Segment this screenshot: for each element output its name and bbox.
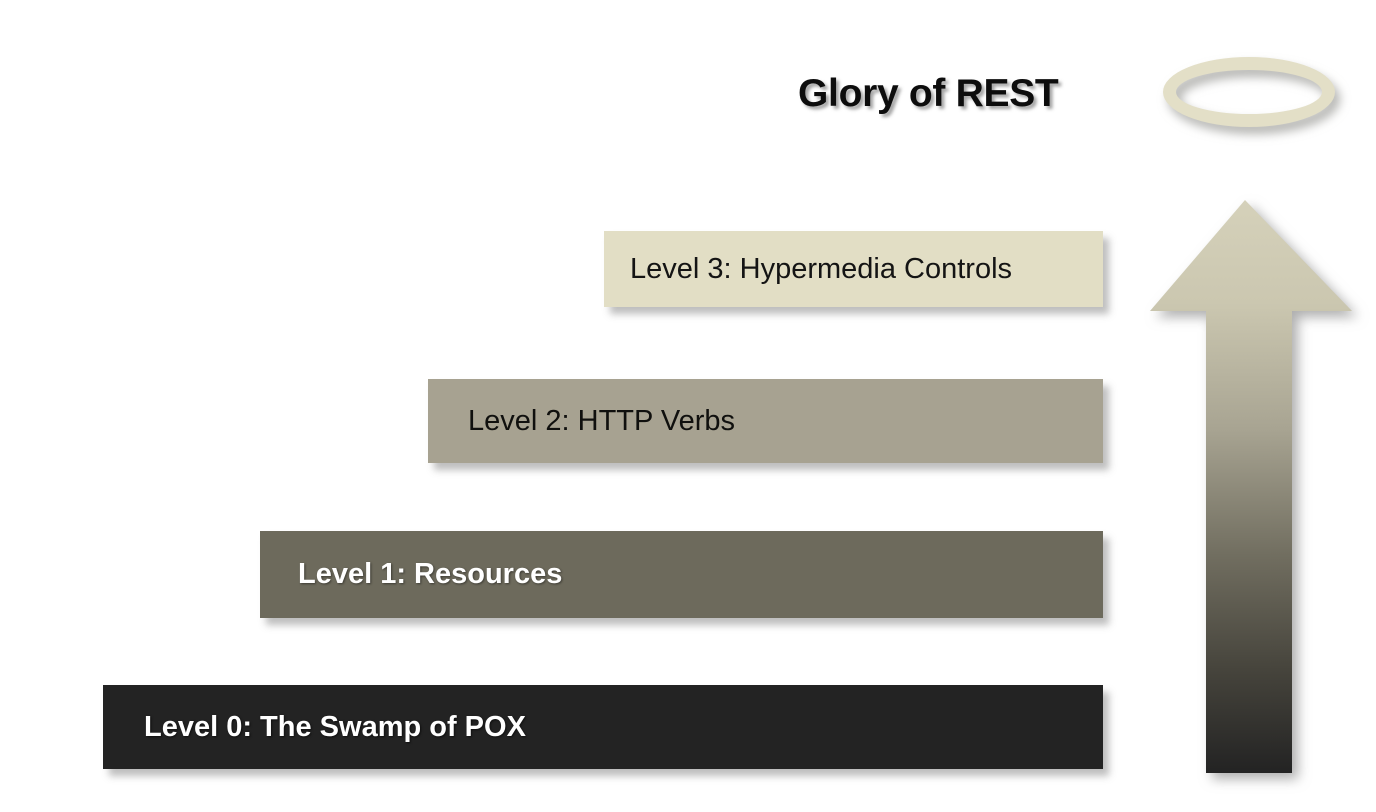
level-2-label: Level 2: HTTP Verbs <box>468 404 736 437</box>
up-arrow-shape <box>1150 200 1352 773</box>
page-title: Glory of REST <box>798 72 1059 115</box>
level-2-bar: Level 2: HTTP Verbs <box>428 379 1103 463</box>
halo-ellipse <box>1163 57 1335 127</box>
level-0-label: Level 0: The Swamp of POX <box>144 710 526 743</box>
level-0-bar: Level 0: The Swamp of POX <box>103 685 1103 769</box>
level-3-label: Level 3: Hypermedia Controls <box>630 252 1013 285</box>
halo-ring-icon <box>1163 57 1345 139</box>
up-arrow-icon <box>1145 193 1357 781</box>
level-1-label: Level 1: Resources <box>298 558 563 590</box>
level-3-bar: Level 3: Hypermedia Controls <box>604 231 1103 307</box>
level-1-bar: Level 1: Resources <box>260 531 1103 618</box>
